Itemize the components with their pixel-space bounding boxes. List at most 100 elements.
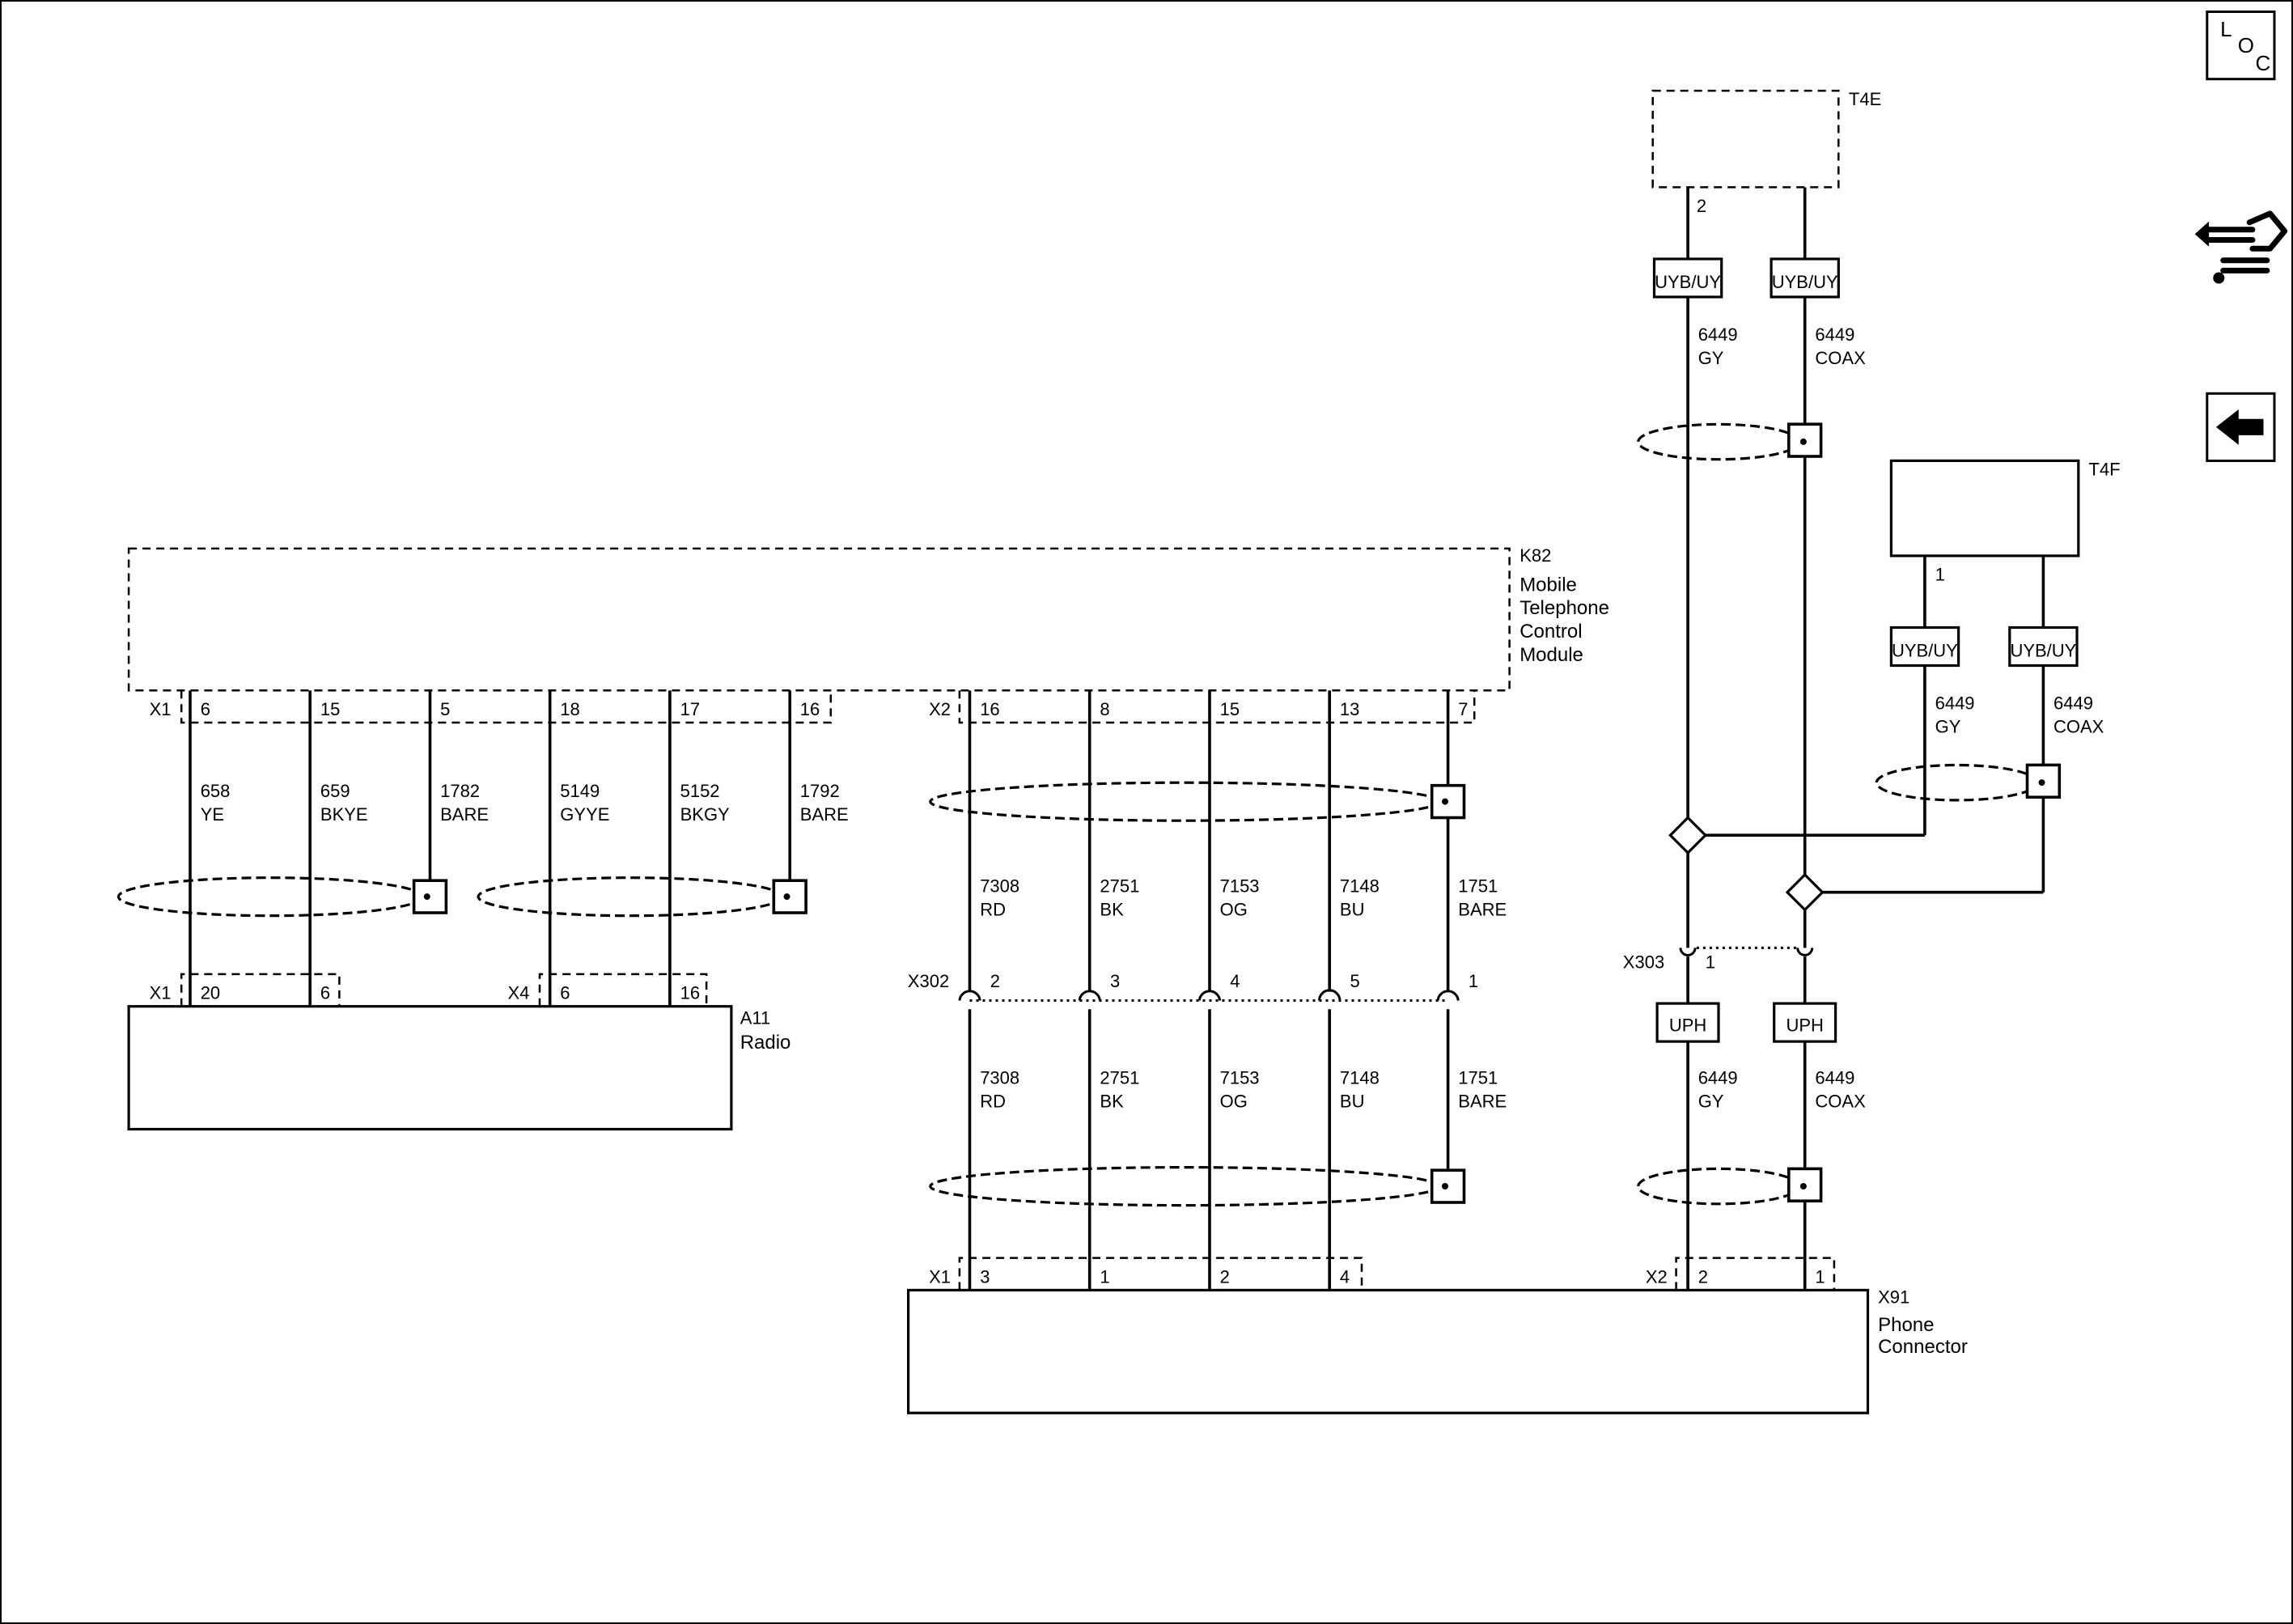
connector-view-icon[interactable] [2194,210,2288,284]
coax-circuit-number: 6449 [1698,324,1738,345]
wire-color-code: BARE [800,804,849,825]
wire-circuit-number: 7153 [1220,876,1260,897]
wire-color-code: BKYE [320,804,368,825]
wire-color-code: OG [1220,1091,1248,1111]
x91-x1-pin-number: 1 [1100,1266,1109,1287]
uph-terminal-label: UPH [1669,1015,1706,1035]
wire-color-code: RD [980,1091,1006,1111]
x91-name-line: Connector [1878,1336,1968,1358]
connector-view-dot[interactable] [2213,272,2225,284]
loc-icon[interactable]: LOC [2206,11,2276,81]
x302-pin-number: 2 [990,971,1000,991]
a11-name-label: Radio [740,1032,791,1054]
k82-x1-pin-number: 17 [680,699,700,719]
shield-drain-dot [2038,779,2045,787]
x303-pin-number: 1 [1706,952,1715,973]
radio-x4-pin-number: 6 [560,983,570,1003]
radio-x1-pin-number: 20 [201,983,220,1003]
wire-circuit-number: 2751 [1100,1068,1139,1088]
wire-color-code: BARE [1458,900,1507,920]
k82-x2-pin-number: 7 [1458,699,1468,719]
shield-ellipse [929,781,1441,822]
uyb-uy-terminal-box [1652,257,1723,299]
wire-circuit-number: 1751 [1458,1068,1498,1088]
coax-color-code: GY [1935,717,1961,737]
back-arrow-icon[interactable] [2206,392,2276,462]
t4e-pin-number: 2 [1697,196,1706,216]
connector-view-arrow[interactable] [2194,221,2210,247]
coax-color-code: COAX [1815,348,1866,368]
k82-ref-label: K82 [1519,545,1551,566]
shield-drain-dot [1442,798,1448,805]
wire-color-code: BU [1340,900,1365,920]
k82-name-line: Control [1519,621,1582,642]
x302-label: X302 [908,971,949,991]
navigation-panel: LOC [2194,11,2288,462]
splice-junction-diamond [1668,816,1708,855]
x302-inline-terminal [1197,990,1222,1001]
k82-module-box [127,547,1511,692]
coax-color-code: GY [1698,348,1724,368]
x303-label: X303 [1623,952,1664,973]
k82-x1-pin-number: 15 [320,699,340,719]
wire-color-code: YE [201,804,224,825]
loc-icon-letter[interactable]: L [2220,17,2232,41]
coax-circuit-number: 6449 [1698,1068,1738,1088]
x302-inline-terminal [958,990,981,1001]
x91-x1-pin-number: 4 [1340,1266,1350,1287]
coax-color-code: COAX [2054,717,2104,737]
k82-x1-pin-number: 16 [800,699,820,719]
back-arrow-glyph[interactable] [2215,409,2264,445]
k82-x2-pin-number: 8 [1100,699,1109,719]
t4f-antenna-box [1889,459,2080,558]
x91-x1-connector-bracket [958,1257,1363,1291]
shield-ellipse [1637,422,1801,461]
wire-color-code: BK [1100,900,1124,920]
shield-drain-dot [1799,1183,1807,1189]
x91-x2-label: X2 [1646,1266,1668,1287]
wire-circuit-number: 658 [201,781,231,801]
x303-inline-terminal [1679,948,1697,956]
wire-color-code: RD [980,900,1006,920]
wire-circuit-number: 1751 [1458,876,1498,897]
x302-inline-terminal [1078,990,1101,1001]
radio-x1-pin-number: 6 [320,983,330,1003]
coax-circuit-number: 6449 [1815,1068,1854,1088]
t4f-pin-number: 1 [1935,565,1945,585]
wire-circuit-number: 7148 [1340,1068,1380,1088]
radio-x1-connector-bracket [180,973,341,1007]
shield-drain-dot [1442,1183,1448,1189]
uph-terminal-box [1773,1002,1837,1043]
connector-view-glyph[interactable] [2206,210,2288,273]
loc-icon-letter[interactable]: C [2256,51,2271,75]
shield-ellipse [117,876,424,918]
loc-icon-frame[interactable] [2206,11,2276,81]
k82-x2-connector-bracket [958,690,1476,724]
wire-circuit-number: 1782 [440,781,480,801]
k82-name-line: Telephone [1519,597,1609,619]
coax-circuit-number: 6449 [2054,693,2093,714]
x91-x1-pin-number: 3 [980,1266,990,1287]
wire-color-code: BARE [1458,1091,1507,1111]
k82-x2-pin-number: 15 [1220,699,1240,719]
k82-x2-pin-number: 13 [1340,699,1359,719]
k82-x1-pin-number: 6 [201,699,210,719]
t4f-ref-label: T4F [2088,460,2120,480]
uyb-uy-terminal-box [2008,625,2079,668]
x91-phone-connector-box [906,1288,1870,1414]
coax-color-code: GY [1698,1091,1724,1111]
wire-color-code: BKGY [680,804,730,825]
x302-pin-number: 1 [1469,971,1478,991]
x302-pin-number: 3 [1110,971,1120,991]
wire-circuit-number: 5152 [680,781,720,801]
x302-pin-number: 4 [1230,971,1240,991]
uyb-uy-terminal-box [1889,625,1960,668]
loc-icon-letter[interactable]: O [2238,33,2254,57]
uyb-uy-terminal-label: UYB/UY [1892,641,1958,661]
uph-terminal-label: UPH [1786,1015,1823,1035]
splice-junction-diamond [1785,872,1825,912]
wire-color-code: BU [1340,1091,1365,1111]
